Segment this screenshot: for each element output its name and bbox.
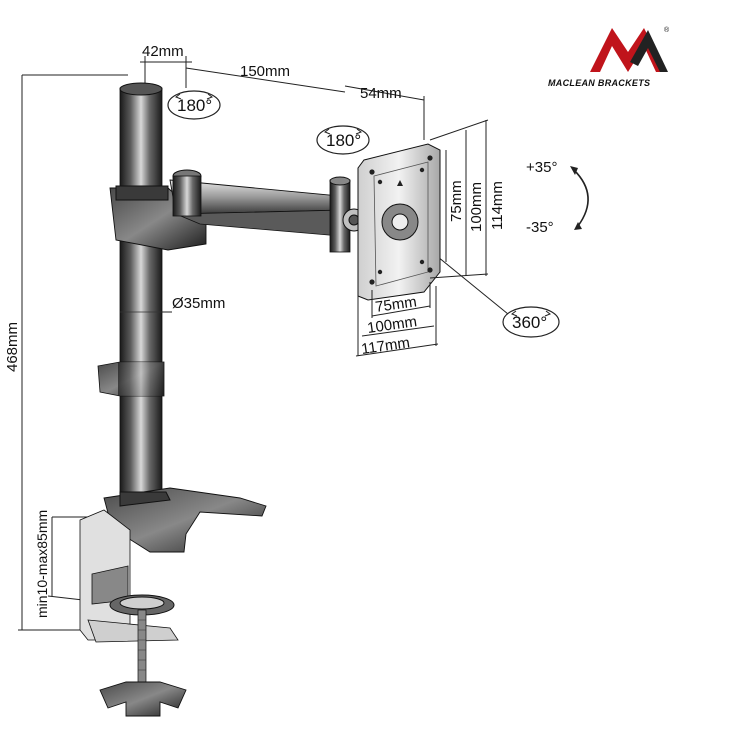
pole-offset-label: 42mm	[142, 43, 184, 60]
total-height-label: 468mm	[4, 322, 21, 372]
registered-mark: ®	[664, 26, 670, 34]
pole-diameter-label: Ø35mm	[172, 295, 225, 312]
clamp-handle	[99, 681, 187, 717]
vesa-h-75-label: 75mm	[374, 293, 418, 316]
svg-text:360°: 360°	[512, 313, 547, 332]
arm-swivel-badge: 180°	[167, 90, 221, 120]
monitor-arm	[169, 169, 351, 253]
vesa-v-100-label: 100mm	[468, 182, 485, 232]
svg-text:180°: 180°	[177, 96, 212, 115]
vesa-h-117-label: 117mm	[360, 334, 411, 358]
vesa-h-100-label: 100mm	[366, 313, 418, 337]
head-swivel-badge: 180°	[316, 125, 370, 155]
vesa-plate	[357, 143, 441, 301]
tilt-arrow-icon	[573, 169, 589, 227]
vesa-horizontal-dimensions: 75mm 100mm 117mm	[355, 282, 439, 358]
tilt-indicator: +35° -35°	[526, 159, 589, 236]
vesa-v-75-label: 75mm	[448, 180, 465, 222]
brand-name: MACLEAN BRACKETS	[548, 78, 650, 88]
arm-length-label: 150mm	[240, 63, 290, 80]
desk-clamp	[79, 487, 267, 717]
desk-thickness-dimension: min10-max85mm	[34, 510, 119, 618]
top-dimensions: 42mm 150mm 54mm	[140, 43, 425, 140]
head-offset-label: 54mm	[360, 85, 402, 102]
pole-cap	[119, 82, 163, 96]
brand-logo: MACLEAN BRACKETS ®	[548, 26, 670, 88]
tilt-up-label: +35°	[526, 159, 557, 176]
pole: Ø35mm	[119, 82, 225, 499]
vesa-v-114-label: 114mm	[489, 181, 506, 230]
cable-clip	[97, 361, 165, 397]
vesa-vertical-dimensions: 75mm 100mm 114mm	[429, 119, 506, 279]
tilt-down-label: -35°	[526, 219, 554, 236]
svg-text:180°: 180°	[326, 131, 361, 150]
desk-thickness-label: min10-max85mm	[34, 510, 50, 618]
